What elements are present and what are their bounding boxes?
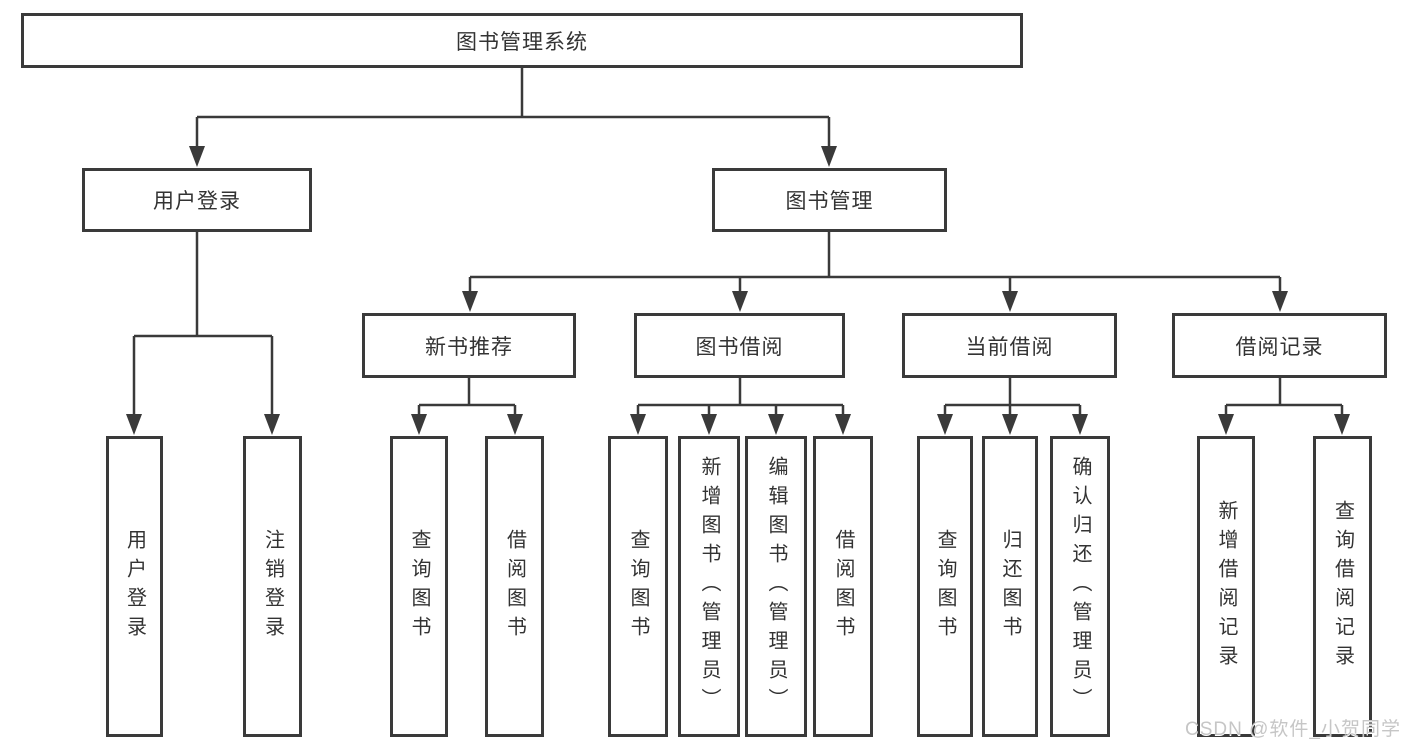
watermark: CSDN @软件_小贺同学 (1185, 719, 1401, 740)
node-borrow-records: 借阅记录 (1172, 313, 1387, 378)
node-new-book-recommend-label: 新书推荐 (425, 335, 513, 359)
leaf-query-books-borrow-label: 查询图书 (627, 528, 649, 645)
node-book-management: 图书管理 (712, 168, 947, 232)
node-user-login: 用户登录 (82, 168, 312, 232)
node-book-borrow: 图书借阅 (634, 313, 845, 378)
leaf-user-login: 用户登录 (106, 436, 163, 737)
leaf-logout: 注销登录 (243, 436, 302, 737)
node-book-management-label: 图书管理 (785, 190, 874, 213)
leaf-query-books-recommend-label: 查询图书 (408, 528, 430, 645)
connector-current-borrow-to-leaves (937, 378, 1088, 435)
node-book-borrow-label: 图书借阅 (695, 335, 784, 359)
leaf-query-books-recommend: 查询图书 (390, 436, 448, 737)
leaf-confirm-return-admin-label: 确认归还（管理员） (1069, 456, 1091, 717)
connector-book-management-to-level3 (462, 232, 1288, 312)
leaf-edit-books-admin-label: 编辑图书（管理员） (765, 456, 787, 717)
connector-root-to-level2 (189, 68, 837, 167)
leaf-query-books-current-label: 查询图书 (934, 528, 956, 645)
node-borrow-records-label: 借阅记录 (1235, 335, 1324, 359)
node-current-borrow-label: 当前借阅 (965, 335, 1054, 359)
node-user-login-label: 用户登录 (153, 190, 241, 213)
leaf-borrow-books-recommend: 借阅图书 (485, 436, 544, 737)
leaf-add-borrow-record-label: 新增借阅记录 (1215, 499, 1237, 674)
node-root: 图书管理系统 (21, 13, 1023, 68)
leaf-borrow-books: 借阅图书 (813, 436, 873, 737)
leaf-user-login-label: 用户登录 (123, 528, 146, 645)
connector-user-login-to-leaves (126, 232, 280, 435)
leaf-borrow-books-label: 借阅图书 (832, 528, 854, 645)
node-current-borrow: 当前借阅 (902, 313, 1117, 378)
leaf-return-books: 归还图书 (982, 436, 1038, 737)
leaf-query-books-current: 查询图书 (917, 436, 973, 737)
leaf-confirm-return-admin: 确认归还（管理员） (1050, 436, 1110, 737)
leaf-query-borrow-record-label: 查询借阅记录 (1331, 499, 1354, 674)
connector-borrow-records-to-leaves (1218, 378, 1350, 435)
leaf-add-books-admin-label: 新增图书（管理员） (698, 456, 720, 717)
leaf-borrow-books-recommend-label: 借阅图书 (503, 528, 526, 645)
node-root-label: 图书管理系统 (456, 30, 588, 54)
connector-new-book-recommend-to-leaves (411, 378, 523, 435)
leaf-edit-books-admin: 编辑图书（管理员） (745, 436, 807, 737)
leaf-return-books-label: 归还图书 (999, 528, 1021, 645)
leaf-add-books-admin: 新增图书（管理员） (678, 436, 740, 737)
leaf-query-books-borrow: 查询图书 (608, 436, 668, 737)
node-new-book-recommend: 新书推荐 (362, 313, 576, 378)
connector-book-borrow-to-leaves (630, 378, 851, 435)
leaf-logout-label: 注销登录 (261, 528, 284, 645)
leaf-add-borrow-record: 新增借阅记录 (1197, 436, 1255, 737)
leaf-query-borrow-record: 查询借阅记录 (1313, 436, 1372, 737)
